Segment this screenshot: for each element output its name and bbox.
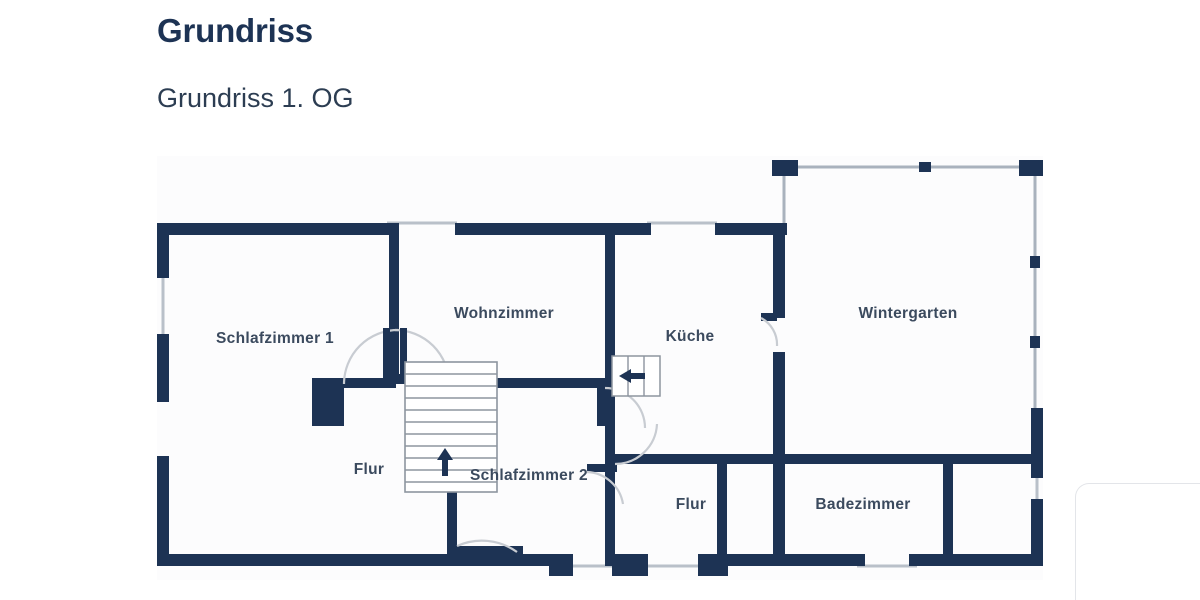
room-label-wohnzimmer: Wohnzimmer (454, 305, 554, 322)
header: Grundriss Grundriss 1. OG (157, 0, 1057, 114)
stair-up-arrow-icon (437, 448, 453, 476)
door-leaf-left (383, 328, 390, 382)
walls (157, 223, 1043, 576)
wall-horiz-a (312, 378, 396, 388)
room-labels: Schlafzimmer 1 Wohnzimmer Küche Winterga… (216, 305, 957, 513)
mullion-top (919, 162, 931, 172)
staircase (404, 361, 498, 493)
door-jamb-sz2-right (597, 388, 605, 426)
wall-left-b (157, 334, 169, 402)
floorplan-drawing: Schlafzimmer 1 Wohnzimmer Küche Winterga… (157, 160, 1043, 576)
wintergarten-corner-top-left (772, 160, 798, 176)
mullion-right-2 (1030, 336, 1040, 348)
door-swing-kueche (760, 317, 779, 347)
wall-flur-badezimmer (717, 464, 727, 566)
room-label-badezimmer: Badezimmer (815, 496, 910, 513)
room-label-schlafzimmer-1: Schlafzimmer 1 (216, 330, 334, 347)
wall-top-b (455, 223, 651, 235)
room-label-wintergarten: Wintergarten (858, 305, 957, 322)
section-subtitle: Grundriss 1. OG (157, 82, 354, 113)
door-jamb-flur (587, 464, 617, 472)
door-swing-sz2-bottom (456, 539, 518, 553)
room-label-flur-links: Flur (354, 461, 384, 478)
door-swing-badezimmer (614, 423, 659, 466)
wall-left-a (157, 223, 169, 278)
wall-wohnzimmer-kueche (605, 223, 615, 499)
wall-top-a (157, 223, 395, 235)
wall-bottom-a (157, 554, 561, 566)
wall-bottom-pier-2 (612, 554, 648, 576)
door-jamb-kueche (761, 313, 777, 321)
room-label-flur-rechts: Flur (676, 496, 706, 513)
door-jamb-sz2 (457, 546, 523, 554)
right-panel-edge (1075, 483, 1200, 600)
wall-bottom-pier-1 (549, 554, 573, 576)
wall-badezimmer-right (943, 454, 953, 566)
wall-sz1-wohnzimmer (389, 223, 399, 381)
room-label-schlafzimmer-2: Schlafzimmer 2 (470, 467, 588, 484)
page-title: Grundriss (157, 12, 313, 49)
room-label-kueche: Küche (666, 328, 715, 345)
wall-kueche-wintergarten-a (773, 223, 785, 318)
wall-right-a (1031, 408, 1043, 478)
wintergarten-corner-top-right (1019, 160, 1043, 176)
wall-badezimmer-top (717, 454, 1037, 464)
floorplan-canvas[interactable]: Schlafzimmer 1 Wohnzimmer Küche Winterga… (157, 156, 1043, 580)
chimney-block (312, 378, 344, 426)
stair-landing-small (611, 355, 661, 397)
wall-flur-right-left (605, 454, 615, 566)
wintergarten-glass-walls (772, 160, 1043, 424)
stair-left-arrow-icon (619, 369, 645, 383)
wall-bottom-b (717, 554, 865, 566)
door-threshold (383, 374, 407, 384)
wall-left-c (157, 456, 169, 566)
door-leaf-right (400, 328, 407, 382)
door-swing-flur-right (586, 470, 625, 505)
wall-right-b (1031, 499, 1043, 566)
wall-top-c (715, 223, 787, 235)
door-swings (342, 317, 779, 553)
mullion-right-1 (1030, 256, 1040, 268)
wall-kueche-flur (615, 454, 775, 464)
wall-bottom-c (909, 554, 1043, 566)
wall-horiz-b (447, 378, 615, 388)
